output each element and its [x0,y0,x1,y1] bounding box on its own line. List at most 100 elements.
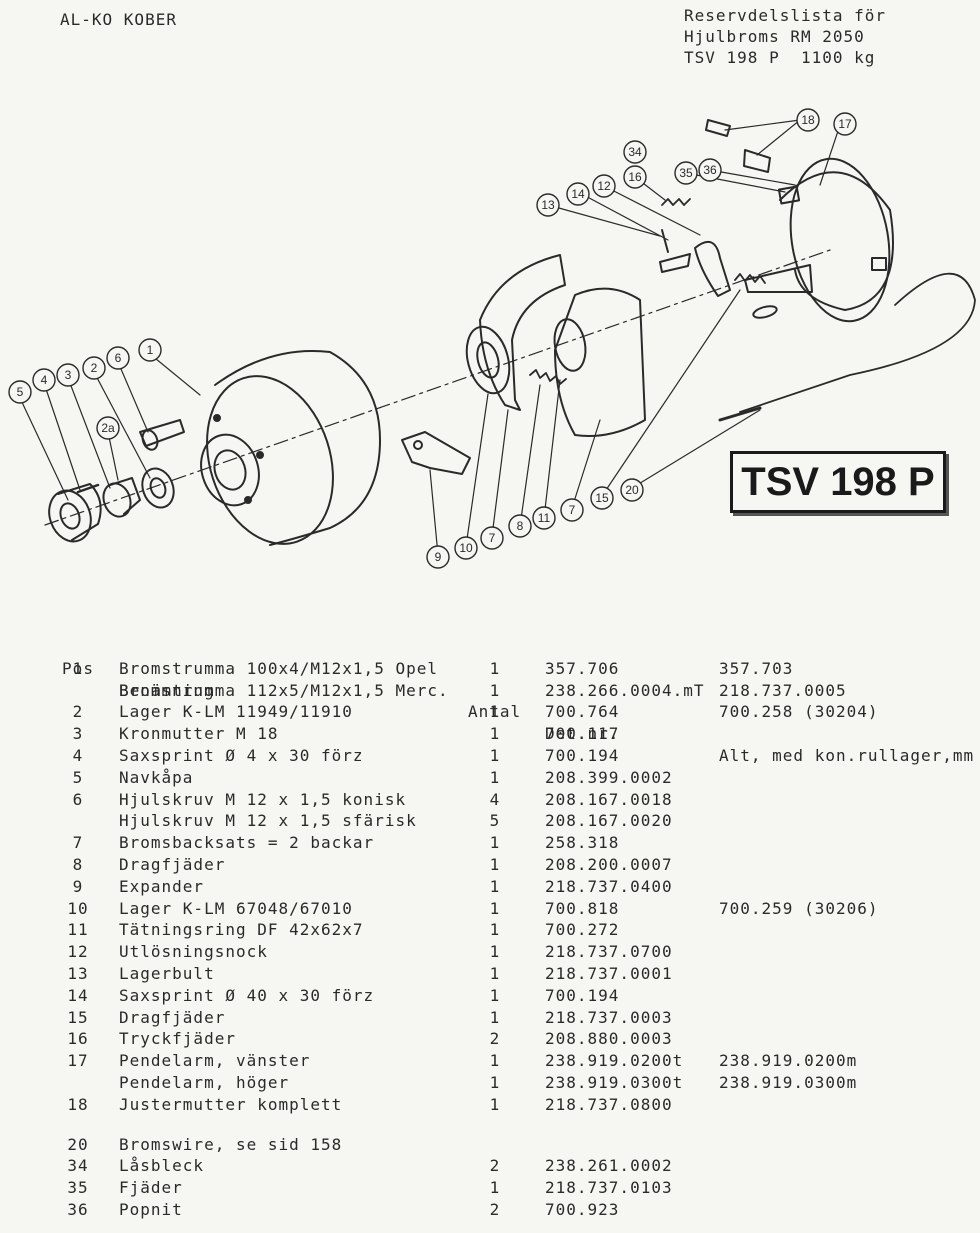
title-line: TSV 198 P 1100 kg [684,48,876,67]
cell-name: Dragfjäder [119,854,226,874]
cell-qty: 1 [489,1051,501,1071]
cell-name: Justermutter komplett [119,1094,343,1114]
callout-circle [536,193,560,217]
callout-circle [590,486,614,510]
callout-number: 17 [838,117,852,131]
cell-qty: 2 [489,1199,501,1219]
cell-pos: 36 [67,1199,89,1219]
cell-alt: 700.258 (30204) [719,702,879,722]
cell-pos: 6 [72,789,84,809]
callout-circle [833,112,857,136]
cell-det: 700.923 [545,1199,620,1219]
cell-pos: 10 [67,898,89,918]
cell-det: 218.737.0001 [545,963,673,983]
callout-circle [508,514,532,538]
cell-name: Navkåpa [119,767,194,787]
callout-number: 36 [703,163,717,177]
callout-number: 15 [595,491,609,505]
cell-qty: 1 [489,745,501,765]
cell-name: Tätningsring DF 42x62x7 [119,920,364,940]
callout-number: 18 [801,113,815,127]
cell-det: 238.919.0300t [545,1072,684,1092]
pendulum-arm-part [744,157,894,323]
cell-qty: 1 [489,1178,501,1198]
callout-circle [96,416,120,440]
cell-det: 700.764 [545,702,620,722]
cell-qty: 1 [489,833,501,853]
callout-number: 34 [628,145,642,159]
cell-qty: 1 [489,854,501,874]
cell-pos: 35 [67,1178,89,1198]
cell-name: Bromswire, se sid 158 [119,1134,343,1154]
cell-qty: 1 [489,985,501,1005]
callout-circle [82,356,106,380]
callout-number: 10 [459,541,473,555]
cell-pos: 34 [67,1156,89,1176]
callout-circle [698,158,722,182]
cell-pos: 11 [67,920,89,940]
table-header: Pos Benämning Antal Det.nr. Alt, med kon… [0,636,980,765]
cell-qty: 1 [489,876,501,896]
brake-cable-part [718,272,976,422]
callout-number: 9 [435,550,442,564]
bearing-small-part [141,467,175,509]
brake-drum-part [200,349,381,546]
cell-name: Hjulskruv M 12 x 1,5 konisk [119,789,407,809]
cell-pos: 7 [72,833,84,853]
cell-alt: 700.259 (30206) [719,898,879,918]
callout-circle [480,526,504,550]
cell-name: Lager K-LM 11949/11910 [119,702,353,722]
title-line: Reservdelslista för [684,6,887,25]
callout-number: 3 [65,368,72,382]
cell-pos: 16 [67,1029,89,1049]
cell-name: Hjulskruv M 12 x 1,5 sfärisk [119,811,417,831]
cell-det: 218.737.0700 [545,942,673,962]
cell-pos: 5 [72,767,84,787]
cell-det: 357.706 [545,658,620,678]
callout-circle [623,140,647,164]
brand-name: AL-KO KOBER [60,10,177,29]
callout-circle [56,363,80,387]
callout-number: 6 [115,351,122,365]
callout-number: 35 [679,166,693,180]
cell-name: Bromsbacksats = 2 backar [119,833,375,853]
cell-qty: 1 [489,942,501,962]
cell-pos: 18 [67,1094,89,1114]
callout-circle [532,506,556,530]
callout-circle [426,545,450,569]
cell-qty: 1 [489,658,501,678]
cell-qty: 2 [489,1029,501,1049]
expander-part [401,431,471,475]
cell-name: Dragfjäder [119,1007,226,1027]
model-label: TSV 198 P [730,451,946,513]
callout-circle [620,478,644,502]
cell-name: Expander [119,876,205,896]
cell-qty: 1 [489,920,501,940]
brake-shoe-part [479,254,646,437]
cell-qty: 4 [489,789,501,809]
cell-det: 238.261.0002 [545,1156,673,1176]
callout-number: 11 [538,511,551,525]
title-line: Hjulbroms RM 2050 [684,27,865,46]
callout-circle [592,174,616,198]
callout-circle [32,368,56,392]
cell-name: Saxsprint Ø 4 x 30 förz [119,745,364,765]
wheel-bolt-part [139,419,185,451]
